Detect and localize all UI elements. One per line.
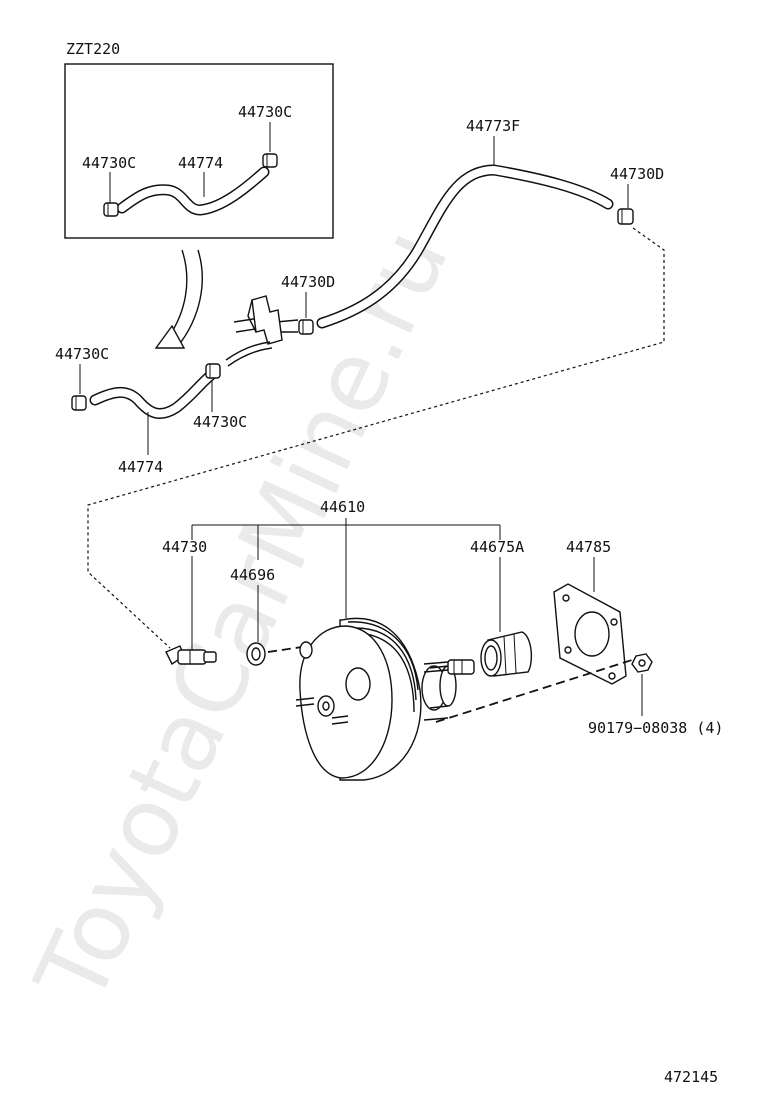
lower-hose-label: 44774 <box>118 458 163 476</box>
grommet-label: 44696 <box>230 566 275 584</box>
clamp-pipe-mid <box>298 319 314 335</box>
booster-assy-label: 44610 <box>320 498 365 516</box>
grommet-44696 <box>246 642 266 666</box>
clamp-pipe-mid-label: 44730D <box>281 273 335 291</box>
inset-clamp-left-label: 44730C <box>82 154 136 172</box>
clamp-pipe-end <box>617 208 634 225</box>
diagram-number: 472145 <box>664 1068 718 1086</box>
inset-frame <box>64 63 334 239</box>
gasket-label: 44785 <box>566 538 611 556</box>
clamp-left-label: 44730C <box>55 345 109 363</box>
lower-hose-44774 <box>89 370 216 420</box>
boot-44675a <box>480 631 533 677</box>
connection-dotted-line <box>87 227 665 649</box>
inset-zzt220: ZZT220 44730C 44730C 44774 <box>64 40 334 239</box>
inset-hose-44774 <box>116 166 270 216</box>
watermark-text: ToyotaCarMine.ru <box>14 212 470 1020</box>
vacuum-pipe-label: 44773F <box>466 117 520 135</box>
pipe-bracket <box>225 295 299 367</box>
boot-label: 44675A <box>470 538 524 556</box>
clamp-left <box>71 395 87 411</box>
inset-clamp-right-label: 44730C <box>238 103 292 121</box>
clamp-pipe-end-label: 44730D <box>610 165 664 183</box>
nut-90179-08038 <box>631 653 653 673</box>
gasket-44785 <box>553 583 627 685</box>
inset-clamp-left <box>103 202 119 217</box>
nut-label: 90179−08038 (4) <box>588 719 723 737</box>
assembly-bracket <box>191 518 501 618</box>
inset-clamp-right <box>262 153 278 168</box>
check-valve-label: 44730 <box>162 538 207 556</box>
clamp-lower-label: 44730C <box>193 413 247 431</box>
inset-title: ZZT220 <box>66 40 120 58</box>
check-valve-44730 <box>165 645 217 666</box>
inset-hose-label: 44774 <box>178 154 223 172</box>
inset-arrow <box>154 249 203 349</box>
clamp-lower <box>205 363 221 379</box>
brake-booster <box>295 617 475 781</box>
vacuum-pipe-44773f <box>316 164 614 329</box>
